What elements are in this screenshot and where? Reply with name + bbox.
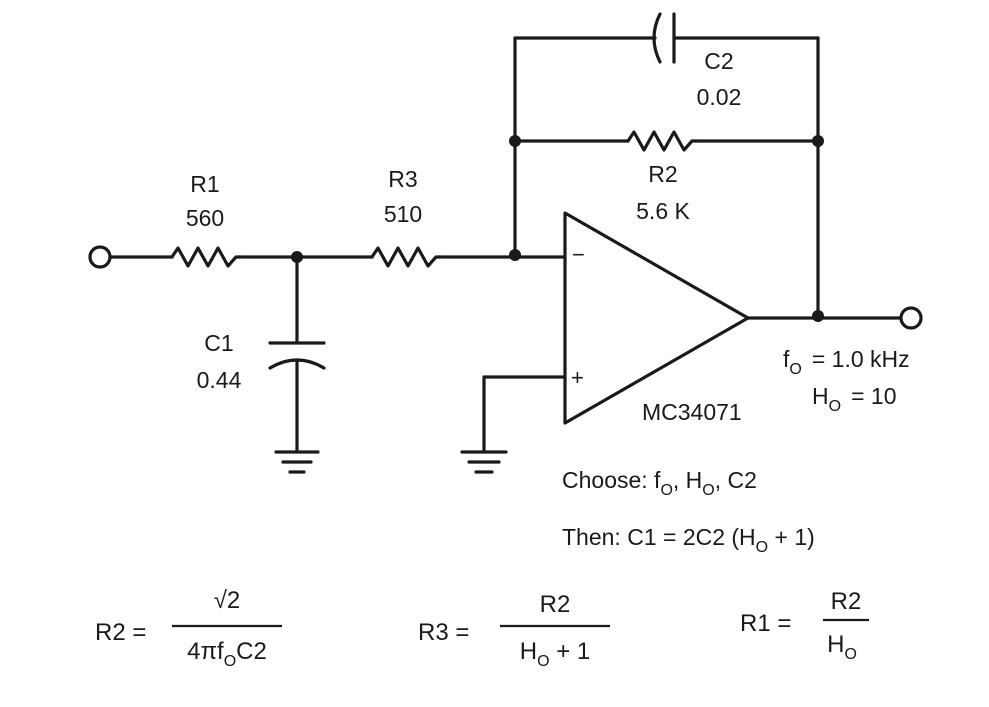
formula-r2-lhs: R2 = — [95, 619, 146, 646]
c2-label: C2 — [704, 48, 733, 74]
spec-ho: HO= 10 — [812, 383, 896, 415]
ground-symbol-c1 — [274, 450, 320, 474]
formula-r1: R1 = R2 HO — [740, 588, 869, 663]
r2-value: 5.6 K — [636, 198, 690, 224]
r1-value: 560 — [186, 205, 224, 231]
resistor-r1 — [170, 246, 242, 268]
c1-label: C1 — [204, 330, 233, 356]
then-line: Then: C1 = 2C2 (HO + 1) — [562, 524, 815, 556]
resistor-r2 — [626, 130, 698, 152]
resistor-r3 — [370, 246, 442, 268]
output-terminal — [899, 306, 923, 330]
formula-r2-numerator: √2 — [214, 587, 241, 614]
formula-r2-denominator: 4πfOC2 — [187, 638, 267, 670]
formula-r3-denominator: HO + 1 — [520, 638, 591, 670]
formula-r1-numerator: R2 — [831, 588, 862, 615]
formula-r2: R2 = √2 4πfOC2 — [95, 587, 282, 670]
capacitor-c2-curved-plate — [652, 12, 662, 64]
ground-symbol-opamp — [460, 450, 508, 474]
spec-fo: fO= 1.0 kHz — [783, 346, 910, 378]
formula-r3-lhs: R3 = — [418, 619, 469, 646]
r1-label: R1 — [190, 171, 219, 197]
opamp-plus-sign: + — [571, 365, 584, 390]
r3-value: 510 — [384, 201, 422, 227]
wire-noninverting-ground — [482, 375, 567, 454]
input-terminal — [88, 245, 112, 269]
c1-value: 0.44 — [197, 367, 242, 393]
opamp-triangle — [563, 211, 750, 425]
c2-value: 0.02 — [697, 84, 742, 110]
formula-r3-numerator: R2 — [540, 591, 571, 618]
junction-node-output — [812, 310, 824, 322]
formula-r1-lhs: R1 = — [740, 610, 791, 637]
r2-label: R2 — [648, 161, 677, 187]
choose-line: Choose: fO, HO, C2 — [562, 467, 757, 499]
r3-label: R3 — [388, 166, 417, 192]
formula-r3: R3 = R2 HO + 1 — [418, 591, 610, 670]
opamp-part-number: MC34071 — [642, 399, 742, 425]
formula-r1-denominator: HO — [827, 631, 857, 663]
opamp-minus-sign: − — [572, 242, 585, 267]
